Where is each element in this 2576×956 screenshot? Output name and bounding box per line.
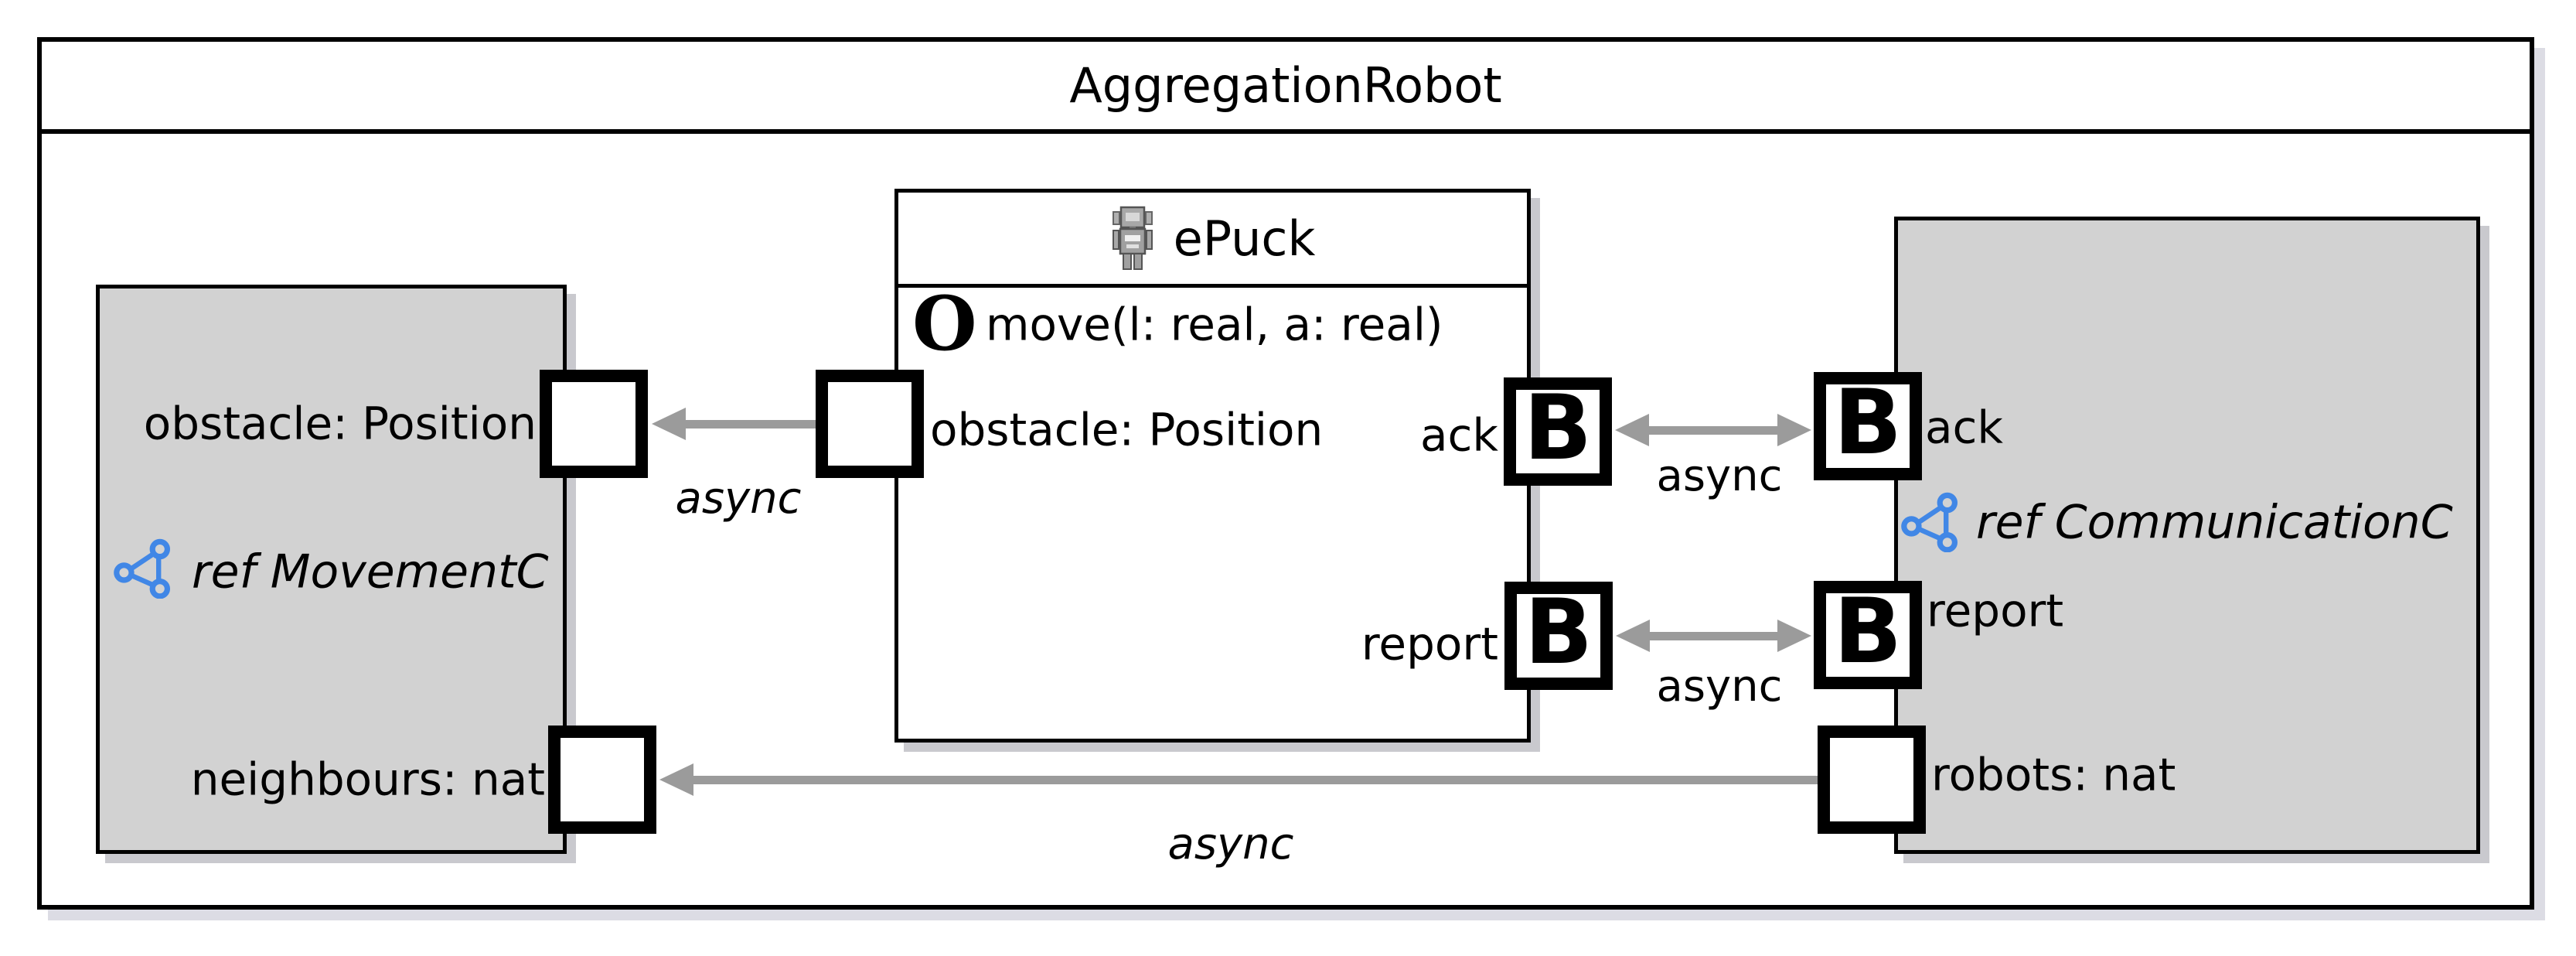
movement-ref-label: ref MovementC [192,545,549,599]
communication-robots-label: robots: nat [1931,748,2176,801]
share-network-icon [1901,492,1958,552]
buffer-glyph: B [1833,370,1903,475]
connection-report-async-label: async [1656,661,1783,712]
buffer-glyph: B [1524,580,1593,685]
port-epuck-ack[interactable]: B [1504,377,1612,486]
connection-ack[interactable] [1646,426,1782,435]
epuck-report-label: report [1361,617,1498,671]
port-movement-neighbours[interactable] [548,726,656,834]
communication-ack-label: ack [1925,401,2004,454]
component-movement-ref[interactable] [96,285,567,854]
epuck-title: ePuck [1173,210,1316,267]
port-communication-ack[interactable]: B [1814,372,1922,480]
component-epuck[interactable]: ePuck [894,189,1531,743]
module-title-bar: AggregationRobot [42,42,2530,134]
share-network-icon [114,538,170,599]
arrowhead-right-icon [1777,620,1811,652]
movement-obstacle-label: obstacle: Position [143,397,537,450]
epuck-obstacle-label: obstacle: Position [930,403,1324,456]
connection-neighbours[interactable] [690,776,1818,784]
arrowhead-right-icon [1777,414,1811,446]
operation-o-icon: O [912,280,977,367]
buffer-glyph: B [1833,579,1903,684]
robot-icon [1112,206,1153,270]
module-title: AggregationRobot [1069,57,1502,114]
port-epuck-report[interactable]: B [1504,582,1613,690]
arrowhead-left-icon [1615,414,1649,446]
port-epuck-obstacle[interactable] [816,370,924,478]
arrowhead-left-icon [652,408,686,440]
arrowhead-left-icon [1616,620,1650,652]
epuck-ack-label: ack [1419,408,1498,462]
connection-obstacle-async-label: async [675,473,802,524]
epuck-header: ePuck [898,193,1527,288]
connection-ack-async-label: async [1656,451,1783,501]
port-movement-obstacle[interactable] [540,370,648,478]
communication-report-label: report [1927,584,2064,637]
epuck-operation-label: move(l: real, a: real) [986,298,1443,351]
component-communication-ref[interactable] [1894,217,2480,854]
connection-neighbours-async-label: async [1167,819,1294,869]
communication-ref-label: ref CommunicationC [1976,495,2453,550]
connection-obstacle[interactable] [683,420,817,428]
buffer-glyph: B [1523,376,1593,480]
connection-report[interactable] [1647,632,1783,640]
arrowhead-left-icon [659,763,693,796]
movement-neighbours-label: neighbours: nat [190,753,545,806]
port-communication-report[interactable]: B [1814,581,1922,689]
port-communication-robots[interactable] [1818,726,1926,834]
